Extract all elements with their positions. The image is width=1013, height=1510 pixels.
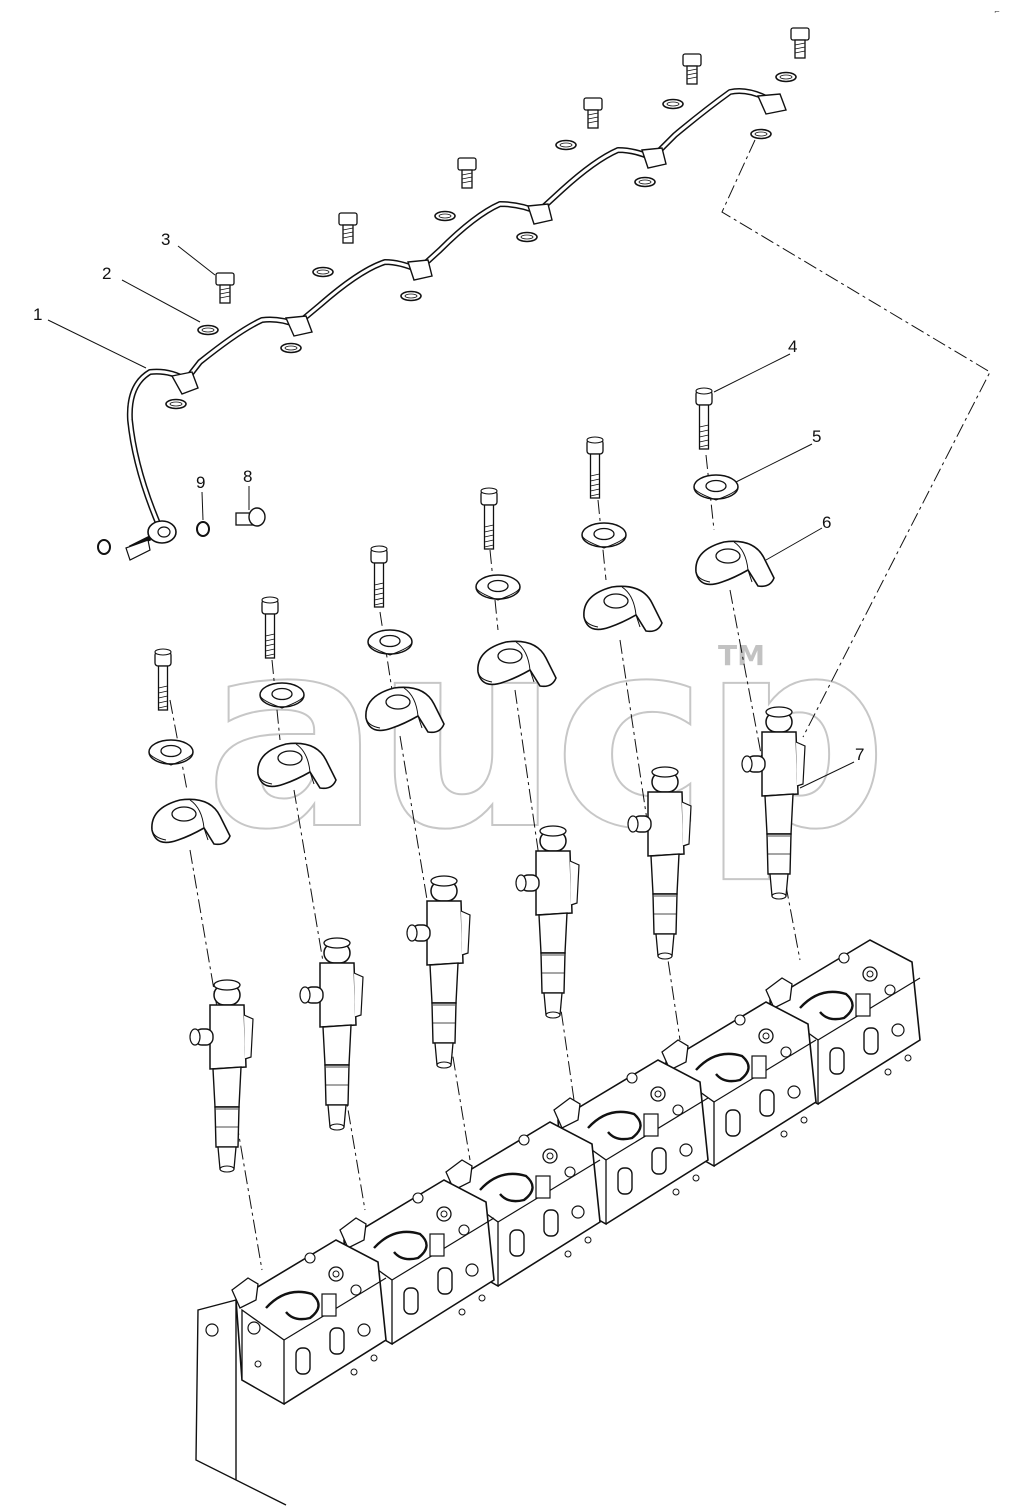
watermark-trademark: TM xyxy=(718,639,765,672)
svg-text:3: 3 xyxy=(161,230,170,249)
svg-text:9: 9 xyxy=(196,473,205,492)
injector-2 xyxy=(299,937,364,1131)
sheet-mark: ⌐ xyxy=(994,8,1000,16)
callout-9: 9 xyxy=(196,473,205,521)
washer-5 xyxy=(581,522,627,549)
callout-2: 2 xyxy=(102,264,201,323)
svg-text:8: 8 xyxy=(243,467,252,486)
svg-text:1: 1 xyxy=(33,305,42,324)
banjo-fitting xyxy=(97,507,266,561)
bolt-1 xyxy=(154,648,172,711)
svg-text:6: 6 xyxy=(822,513,831,532)
callout-3: 3 xyxy=(161,230,216,276)
bolt-4 xyxy=(480,487,498,550)
leak-off-pipe xyxy=(126,88,787,551)
washer-1 xyxy=(148,739,194,766)
washer-2 xyxy=(259,682,305,709)
injector-1 xyxy=(189,979,254,1173)
callout-1: 1 xyxy=(33,305,147,369)
bolt-6 xyxy=(695,387,713,450)
callout-8: 8 xyxy=(243,467,252,510)
callouts: 1 2 3 4 5 6 7 8 xyxy=(33,230,864,789)
svg-text:5: 5 xyxy=(812,427,821,446)
washer-4 xyxy=(475,574,521,601)
callout-6: 6 xyxy=(765,513,831,561)
cylinder-head xyxy=(195,938,922,1506)
washer-3 xyxy=(367,629,413,656)
washer-6 xyxy=(693,474,739,501)
pipe-bolts xyxy=(215,27,810,304)
pipe-orings xyxy=(165,71,797,410)
injector-3 xyxy=(406,875,471,1069)
callout-7: 7 xyxy=(799,745,864,789)
svg-text:2: 2 xyxy=(102,264,111,283)
svg-text:4: 4 xyxy=(788,337,797,356)
bolt-5 xyxy=(586,436,604,499)
svg-text:7: 7 xyxy=(855,745,864,764)
callout-5: 5 xyxy=(735,427,821,483)
clamp-6 xyxy=(695,540,775,588)
callout-4: 4 xyxy=(713,337,797,393)
